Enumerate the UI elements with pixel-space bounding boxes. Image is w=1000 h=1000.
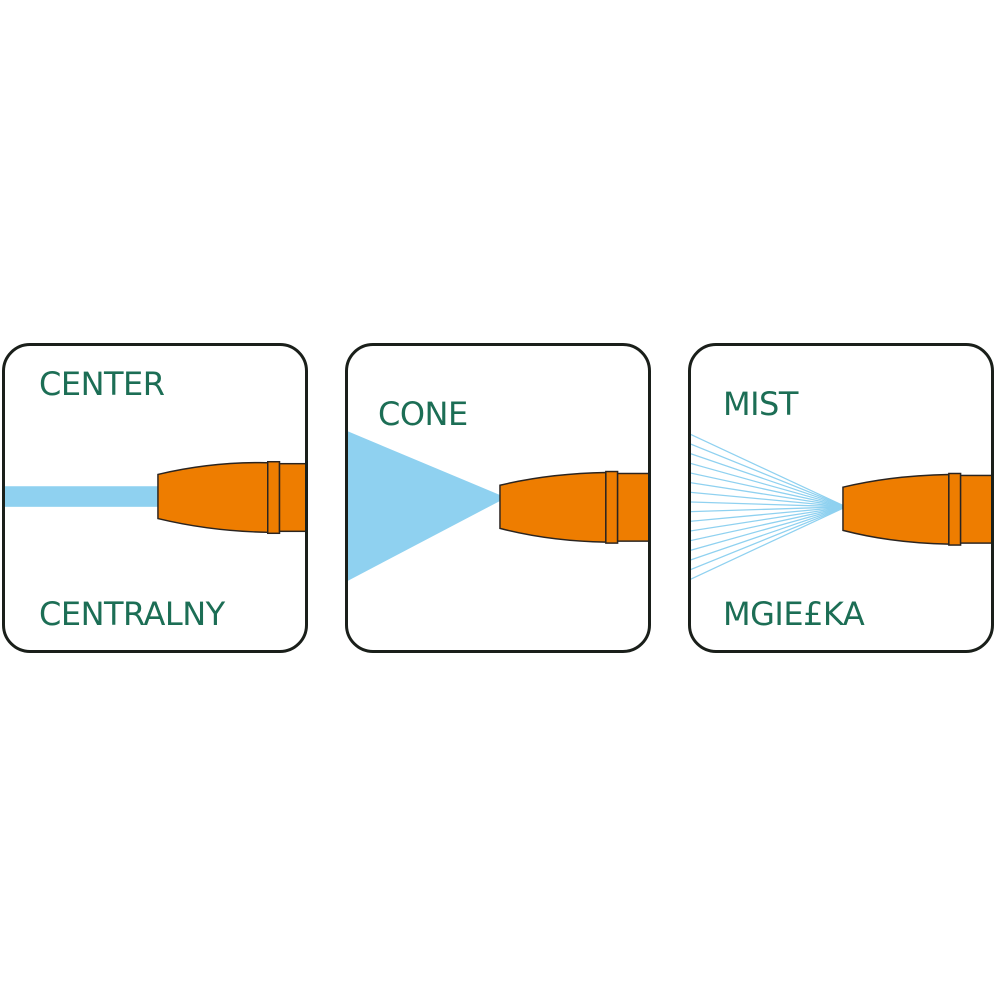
mist-line [691, 482, 846, 508]
mist-line [691, 501, 846, 508]
mist-line [691, 453, 847, 508]
mist-line [691, 443, 847, 508]
mist-line [691, 506, 846, 522]
spray-nozzle-icon [157, 460, 305, 535]
panel-title: CONE [378, 395, 468, 433]
mist-line [691, 506, 847, 542]
cone-spray-panel: CONE [345, 343, 651, 653]
mist-line [691, 462, 847, 508]
mist-line [691, 506, 847, 580]
panel-subtitle: CENTRALNY [39, 595, 225, 633]
mist-line [691, 506, 846, 513]
mist-line [691, 433, 847, 508]
mist-line [691, 506, 847, 571]
water-jet-icon [5, 486, 162, 507]
mist-line [691, 506, 846, 532]
spray-nozzle-icon [499, 470, 648, 544]
mist-spray-panel: MIST MGIE£KA [688, 343, 994, 653]
mist-spray-icon [691, 433, 847, 580]
cone-spray-illustration [348, 431, 648, 581]
center-spray-panel: CENTER CENTRALNY [2, 343, 308, 653]
spray-nozzle-icon [842, 472, 991, 546]
mist-line [691, 506, 847, 551]
mist-line [691, 491, 846, 508]
panel-title: MIST [723, 385, 798, 423]
mist-line [691, 506, 847, 561]
panel-title: CENTER [39, 365, 165, 403]
panel-subtitle: MGIE£KA [723, 595, 865, 633]
mist-line [691, 472, 847, 508]
mist-spray-illustration [691, 433, 991, 580]
water-cone-icon [348, 431, 500, 581]
center-spray-illustration [5, 460, 305, 535]
